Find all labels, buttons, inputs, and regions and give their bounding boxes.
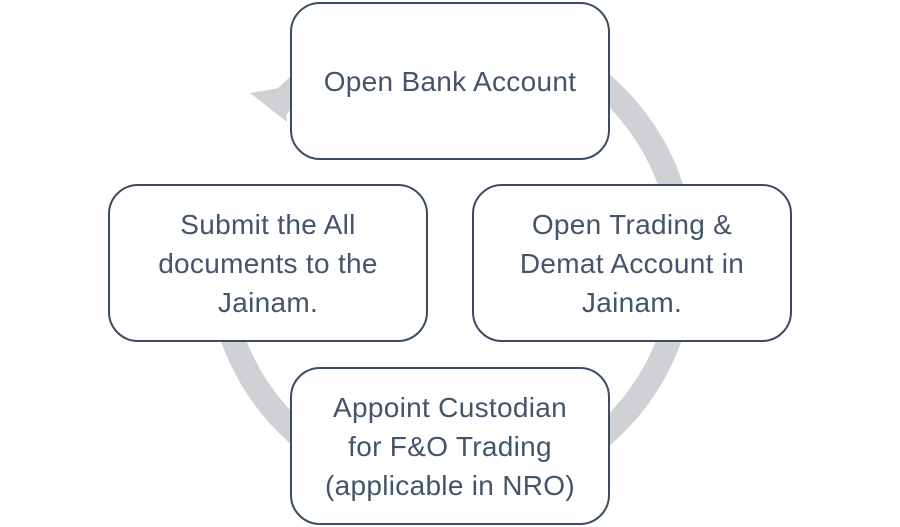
step-open-trading-demat-account: Open Trading & Demat Account in Jainam.: [472, 184, 792, 342]
step-appoint-custodian: Appoint Custodian for F&O Trading (appli…: [290, 367, 610, 525]
step-open-bank-account: Open Bank Account: [290, 2, 610, 160]
step-label: Appoint Custodian for F&O Trading (appli…: [324, 391, 576, 501]
cycle-arrowhead-icon: [250, 87, 287, 122]
step-label: Submit the All documents to the Jainam.: [158, 208, 378, 318]
step-label: Open Bank Account: [323, 65, 577, 97]
step-submit-documents: Submit the All documents to the Jainam.: [108, 184, 428, 342]
step-label: Open Trading & Demat Account in Jainam.: [519, 208, 745, 318]
